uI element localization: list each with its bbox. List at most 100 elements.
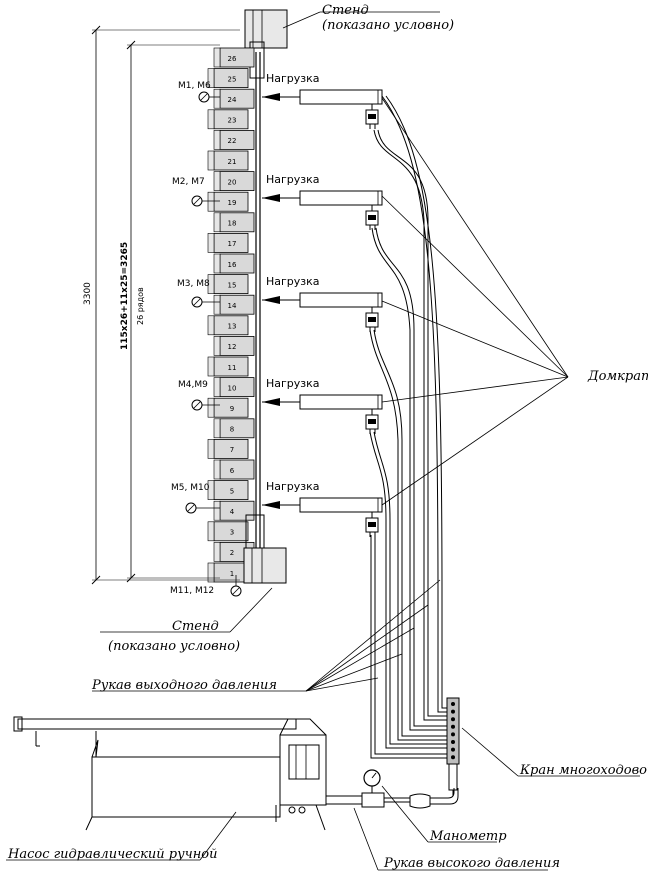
stand-top — [244, 9, 288, 79]
brick-row: 7 — [207, 438, 249, 459]
gauge: M11, M12 — [170, 575, 242, 597]
valve-label: Кран многоходовой — [519, 763, 648, 778]
brick-row: 21 — [207, 150, 249, 171]
brick-row: 1 — [207, 562, 249, 583]
jack: Нагрузка — [262, 173, 383, 230]
dim-total-label: 3300 — [83, 282, 93, 305]
brick-row-label: 25 — [228, 75, 237, 83]
load-label: Нагрузка — [266, 275, 320, 288]
brick-row: 9 — [207, 397, 249, 418]
brick-row: 16 — [213, 253, 255, 274]
brick-row: 26 — [213, 47, 255, 68]
brick-row-label: 18 — [228, 220, 237, 228]
brick-row-label: 8 — [230, 426, 234, 434]
jack: Нагрузка — [262, 377, 383, 434]
brick-row-label: 9 — [230, 405, 234, 413]
load-label: Нагрузка — [266, 173, 320, 186]
load-label: Нагрузка — [266, 72, 320, 85]
brick-row-label: 16 — [228, 261, 237, 269]
brick-row-label: 6 — [230, 467, 235, 475]
gauge: M3, M8 — [177, 279, 220, 308]
gauge: M4,M9 — [178, 380, 220, 411]
brick-row: 13 — [207, 315, 249, 336]
gauge-label: M11, M12 — [170, 586, 214, 596]
brick-row: 23 — [207, 109, 249, 130]
hoses-output — [369, 95, 448, 759]
brick-row-label: 20 — [228, 178, 237, 186]
brick-row: 14 — [213, 294, 255, 315]
jack: Нагрузка — [262, 72, 383, 129]
brick-row: 4 — [213, 500, 255, 521]
brick-row-label: 1 — [230, 570, 234, 578]
brick-row: 12 — [213, 335, 255, 356]
gauge-label: M1, M6 — [178, 81, 211, 91]
hose-out-leaders — [92, 579, 441, 692]
dimension-lines — [91, 25, 240, 585]
hose-out-label: Рукав выходного давления — [91, 678, 277, 693]
gauge-label: M3, M8 — [177, 279, 210, 289]
brick-row: 15 — [207, 274, 249, 295]
gauge-label: Манометр — [429, 829, 507, 844]
dim-rows-label: 115x26+11x25=3265 — [120, 242, 130, 350]
stand-top-label: Стенд — [322, 3, 369, 18]
gauge: M2, M7 — [172, 177, 220, 207]
brick-row-label: 13 — [228, 323, 237, 331]
brick-row-label: 5 — [230, 487, 234, 495]
brick-row-label: 12 — [228, 343, 237, 351]
gauge-leader — [381, 785, 497, 843]
brick-row-label: 2 — [230, 549, 234, 557]
brick-row-label: 7 — [230, 446, 234, 454]
jack-label: Домкрат — [587, 369, 648, 384]
gauge-label: M4,M9 — [178, 380, 208, 390]
brick-row: 18 — [213, 212, 255, 233]
brick-row-label: 23 — [228, 117, 237, 125]
stand-bottom-note: (показано условно) — [108, 639, 240, 654]
brick-row-label: 11 — [228, 364, 237, 372]
brick-row: 3 — [207, 521, 249, 542]
stand-bottom — [243, 514, 287, 584]
hose-high-label: Рукав высокого давления — [383, 856, 560, 871]
gauge-label: M2, M7 — [172, 177, 205, 187]
brick-row-label: 14 — [228, 302, 237, 310]
stand-bottom-label: Стенд — [172, 619, 219, 634]
dim-rows-count: 26 рядов — [136, 287, 145, 325]
brick-row: 22 — [213, 129, 255, 150]
pump-label: Насос гидравлический ручной — [7, 847, 218, 862]
hydraulic-pump — [13, 716, 327, 831]
brick-row-label: 10 — [228, 384, 237, 392]
brick-row-label: 24 — [228, 96, 237, 104]
brick-row-label: 21 — [228, 158, 237, 166]
load-label: Нагрузка — [266, 480, 320, 493]
brick-row-label: 19 — [228, 199, 237, 207]
gauge-label: M5, M10 — [171, 483, 210, 493]
brick-row: 24 — [213, 88, 255, 109]
jack: Нагрузка — [262, 480, 383, 537]
brick-row: 8 — [213, 418, 255, 439]
brick-row: 17 — [207, 232, 249, 253]
stand-top-note: (показано условно) — [322, 18, 454, 33]
hose-high-leader — [353, 807, 548, 871]
gauge: M1, M6 — [178, 81, 220, 103]
high-pressure-line — [325, 769, 459, 809]
brick-row: 20 — [213, 171, 255, 192]
brick-row-label: 26 — [228, 55, 237, 63]
brick-row: 10 — [213, 377, 255, 398]
load-label: Нагрузка — [266, 377, 320, 390]
brick-row: 6 — [213, 459, 255, 480]
brick-row: 5 — [207, 480, 249, 501]
brick-row-label: 17 — [228, 240, 237, 248]
brick-row-label: 15 — [228, 281, 237, 289]
brick-row: 25 — [207, 68, 249, 88]
multiway-valve — [446, 697, 460, 796]
jack: Нагрузка — [262, 275, 383, 332]
brick-row: 11 — [207, 356, 249, 377]
brick-row-label: 4 — [230, 508, 235, 516]
brick-row-label: 3 — [230, 529, 234, 537]
brick-wall: 2625242322212019181716151413121110987654… — [207, 47, 255, 583]
jack-leaders — [381, 97, 569, 506]
brick-row-label: 22 — [228, 137, 237, 145]
gauge: M5, M10 — [171, 483, 220, 514]
